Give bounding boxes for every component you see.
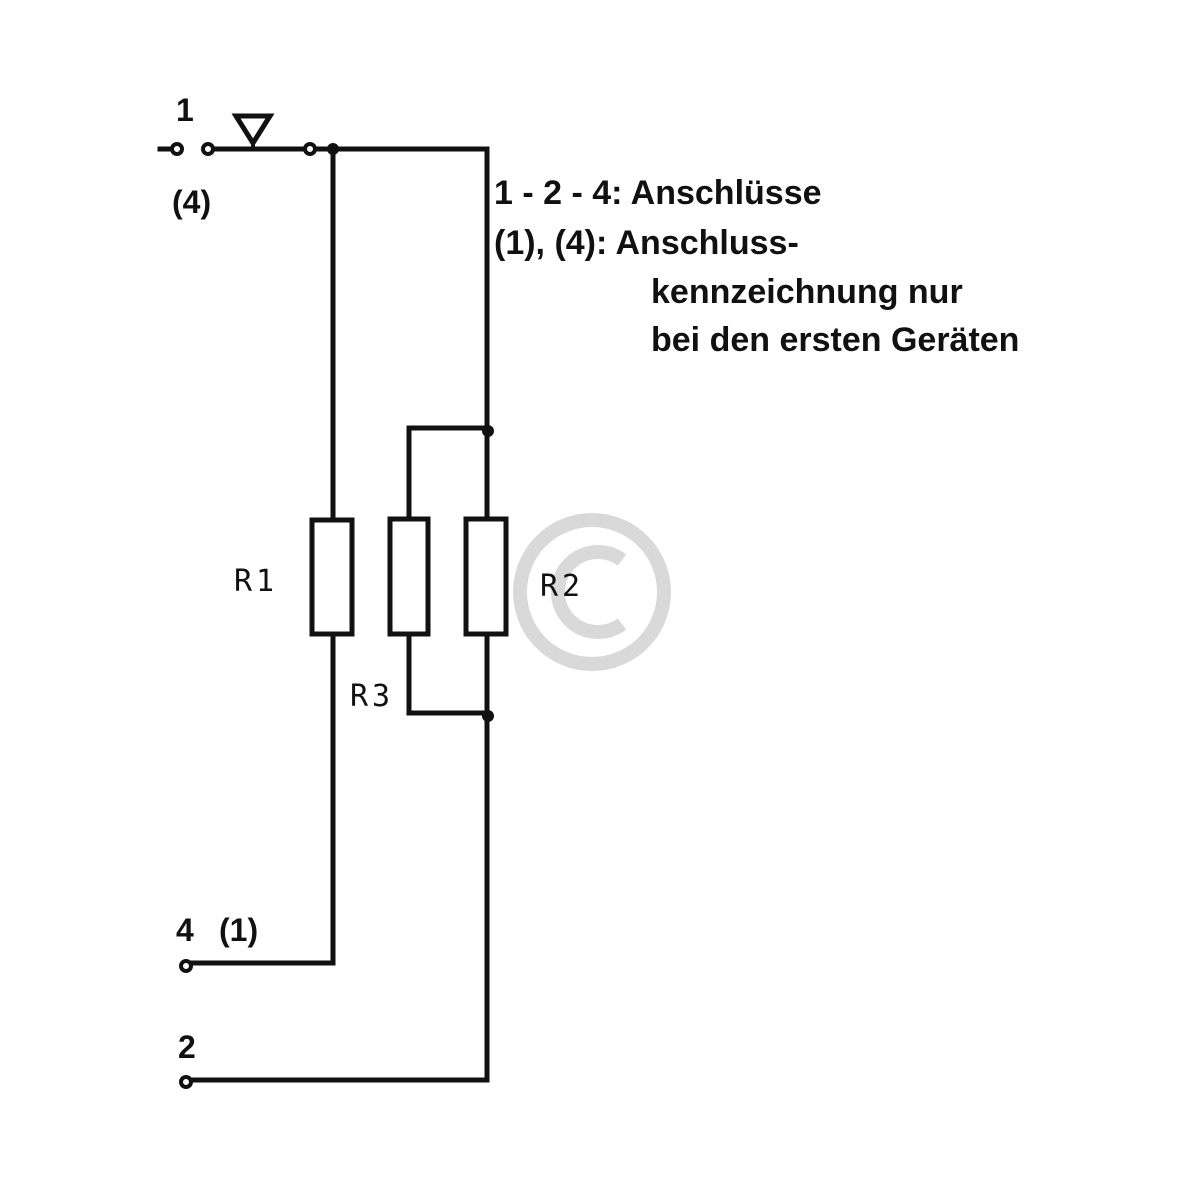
switch-contact-right: [303, 142, 317, 156]
resistor-r3-body: [387, 516, 431, 637]
terminal-1-contact: [170, 142, 184, 156]
note-line-2: (1), (4): Anschluss-: [494, 224, 799, 262]
terminal-4-contact: [179, 959, 193, 973]
terminal-1-label: 1: [176, 92, 194, 128]
trigger-triangle-icon: [231, 113, 275, 148]
resistor-r1-label: R1: [234, 564, 279, 599]
junction-r3-top: [482, 425, 494, 437]
junction-r3-bottom: [482, 710, 494, 722]
terminal-4-alt-label: (1): [219, 912, 259, 948]
junction-top-r1: [327, 143, 339, 155]
resistor-r1-body: [309, 517, 355, 637]
resistor-r3-label: R3: [350, 679, 395, 714]
terminal-1-alt-label: (4): [172, 184, 212, 220]
terminal-2-contact: [179, 1075, 193, 1089]
note-line-4: bei den ersten Geräten: [651, 321, 1020, 359]
switch-contact-left: [201, 142, 215, 156]
note-line-1: 1 - 2 - 4: Anschlüsse: [494, 174, 822, 212]
copyright-watermark: [513, 513, 671, 671]
terminal-2-label: 2: [178, 1029, 196, 1065]
resistor-r2-body: [463, 516, 509, 637]
terminal-4-label: 4: [176, 912, 194, 948]
note-line-3: kennzeichnung nur: [651, 273, 963, 311]
resistor-r2-label: R2: [540, 569, 585, 604]
